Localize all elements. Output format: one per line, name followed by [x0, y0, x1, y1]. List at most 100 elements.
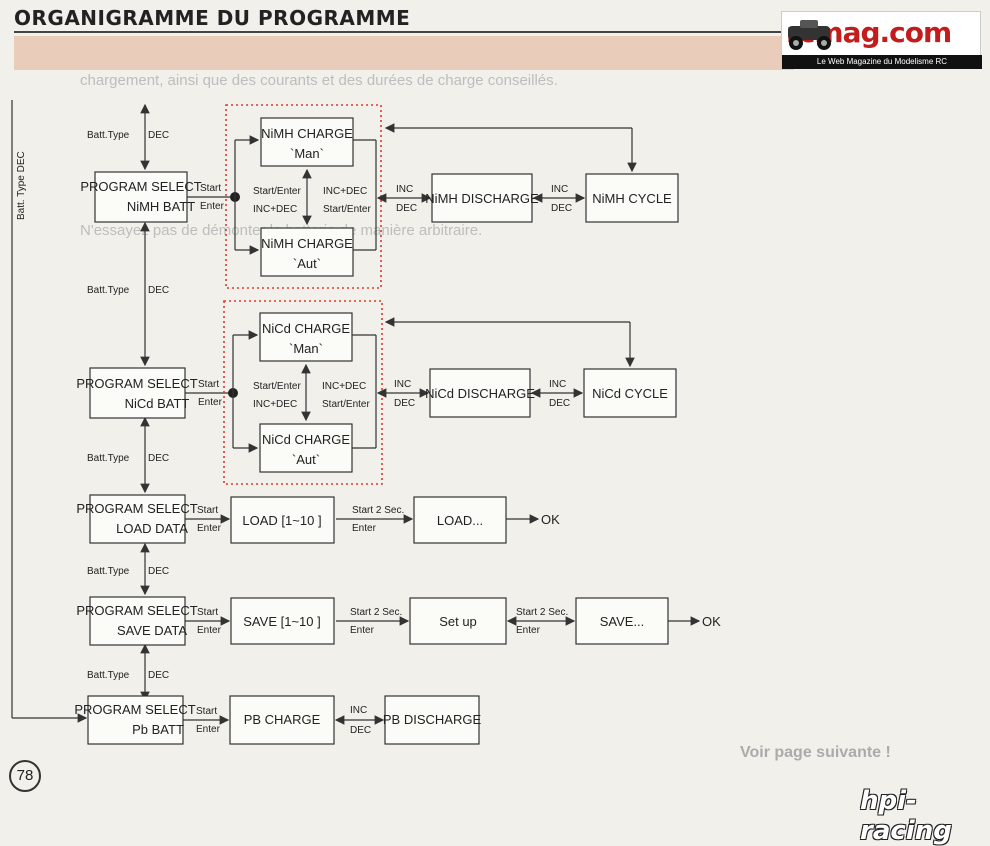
pb-dec-label: DEC: [350, 725, 371, 736]
nicd-select-line1: PROGRAM SELECT: [76, 376, 197, 391]
load-select-line1: PROGRAM SELECT: [76, 501, 197, 516]
nimh-charge-man-box[interactable]: [260, 117, 354, 167]
load-progress-box[interactable]: [413, 496, 507, 544]
save-select-line1: PROGRAM SELECT: [76, 603, 197, 618]
label-dec-4: DEC: [148, 566, 169, 577]
side-label: Batt. Type DEC: [16, 151, 27, 220]
load-select-line2: LOAD DATA: [116, 521, 188, 536]
save-enter-label: Enter: [197, 625, 222, 636]
nicd-charge-aut-line1: NiCd CHARGE: [262, 432, 350, 447]
nicd-select-line2: NiCd BATT: [125, 396, 190, 411]
pb-select-box[interactable]: [87, 695, 184, 745]
save-setup-box[interactable]: [409, 597, 507, 645]
nimh-start-enter-right-label: Start/Enter: [323, 204, 371, 215]
nimh-discharge-box[interactable]: [431, 173, 533, 223]
pb-select-line2: Pb BATT: [132, 722, 184, 737]
load-start-label: Start: [197, 505, 218, 516]
pb-start-label: Start: [196, 706, 217, 717]
label-dec-3: DEC: [148, 453, 169, 464]
save-start3-label: Start 2 Sec.: [516, 607, 568, 618]
label-dec-5: DEC: [148, 670, 169, 681]
pb-discharge-box[interactable]: [384, 695, 480, 745]
save-start-label: Start: [197, 607, 218, 618]
save-slot-box[interactable]: [230, 597, 335, 645]
nicd-inc-label-1: INC: [394, 379, 411, 390]
nimh-start-label: Start: [200, 183, 221, 194]
nicd-select-box[interactable]: [89, 367, 186, 419]
label-batt-type-2: Batt.Type: [87, 285, 130, 296]
page-number: 78: [9, 760, 41, 792]
save-ok-label: OK: [702, 614, 721, 629]
manual-page: ORGANIGRAMME DU PROGRAMME chargement, ai…: [9, 6, 982, 846]
nicd-incdec-left-label: INC+DEC: [253, 399, 297, 410]
nicd-inc-label-2: INC: [549, 379, 566, 390]
load-enter2-label: Enter: [352, 523, 377, 534]
save-setup-label: Set up: [439, 614, 477, 629]
save-enter2-label: Enter: [350, 625, 375, 636]
label-dec-2: DEC: [148, 285, 169, 296]
nimh-charge-aut-box[interactable]: [260, 227, 354, 277]
nimh-charge-man-line1: NiMH CHARGE: [261, 126, 353, 141]
nicd-charge-aut-box[interactable]: [259, 423, 353, 473]
load-select-box[interactable]: [89, 494, 186, 544]
header-band: [14, 36, 794, 70]
save-select-line2: SAVE DATA: [117, 623, 187, 638]
title-rule: [14, 31, 784, 33]
pb-charge-label: PB CHARGE: [244, 712, 321, 727]
pb-enter-label: Enter: [196, 724, 221, 735]
nicd-incdec-right-label: INC+DEC: [322, 381, 366, 392]
pb-select-line1: PROGRAM SELECT: [74, 702, 195, 717]
logo-tagline: Le Web Magazine du Modelisme RC: [782, 55, 982, 69]
nicd-charge-man-line1: NiCd CHARGE: [262, 321, 350, 336]
rc-car-icon: [788, 20, 831, 50]
save-slot-label: SAVE [1~10 ]: [243, 614, 320, 629]
nicd-start-enter-label: Start/Enter: [253, 381, 301, 392]
pb-inc-label: INC: [350, 705, 367, 716]
nicd-charge-man-box[interactable]: [259, 312, 353, 362]
footer-note: Voir page suivante !: [740, 744, 891, 761]
label-batt-type-3: Batt.Type: [87, 453, 130, 464]
hpi-racing-logo: hpi-racing: [860, 786, 952, 846]
label-batt-type-5: Batt.Type: [87, 670, 130, 681]
nicd-charge-aut-line2: `Aut`: [292, 452, 320, 467]
load-slot-label: LOAD [1~10 ]: [242, 513, 321, 528]
nicd-discharge-label: NiCd DISCHARGE: [425, 386, 535, 401]
load-slot-box[interactable]: [230, 496, 335, 544]
nimh-cycle-box[interactable]: [585, 173, 679, 223]
program-flowchart: Batt. Type DEC Batt.Type DEC Batt.Type D…: [11, 100, 721, 745]
nicd-enter-label: Enter: [198, 397, 223, 408]
nimh-cycle-label: NiMH CYCLE: [592, 191, 672, 206]
nicd-charge-group: [223, 300, 383, 485]
nimh-start-enter-label: Start/Enter: [253, 186, 301, 197]
load-ok-label: OK: [541, 512, 560, 527]
nimh-inc-label-1: INC: [396, 184, 413, 195]
nimh-dec-label-1: DEC: [396, 203, 417, 214]
nimh-charge-aut-line1: NiMH CHARGE: [261, 236, 353, 251]
page-title: ORGANIGRAMME DU PROGRAMME: [14, 6, 411, 30]
pb-charge-box[interactable]: [229, 695, 335, 745]
nimh-select-line1: PROGRAM SELECT: [80, 179, 201, 194]
nimh-enter-label: Enter: [200, 201, 225, 212]
pb-discharge-label: PB DISCHARGE: [383, 712, 482, 727]
save-select-box[interactable]: [89, 596, 186, 646]
nimh-dec-label-2: DEC: [551, 203, 572, 214]
nicd-dec-label-1: DEC: [394, 398, 415, 409]
save-progress-label: SAVE...: [600, 614, 645, 629]
nicd-cycle-label: NiCd CYCLE: [592, 386, 668, 401]
label-dec-1: DEC: [148, 130, 169, 141]
nimh-incdec-right-label: INC+DEC: [323, 186, 367, 197]
label-batt-type-1: Batt.Type: [87, 130, 130, 141]
nicd-discharge-box[interactable]: [429, 368, 531, 418]
rcmag-logo: rcmag.com Le Web Magazine du Modelisme R…: [781, 11, 982, 69]
nimh-charge-aut-line2: `Aut`: [293, 256, 321, 271]
load-progress-label: LOAD...: [437, 513, 483, 528]
nicd-charge-man-line2: `Man`: [289, 341, 323, 356]
nimh-select-line2: NiMH BATT: [127, 199, 195, 214]
nicd-cycle-box[interactable]: [583, 368, 677, 418]
nimh-select-box[interactable]: [94, 171, 188, 223]
save-start2-label: Start 2 Sec.: [350, 607, 402, 618]
label-batt-type-4: Batt.Type: [87, 566, 130, 577]
nimh-inc-label-2: INC: [551, 184, 568, 195]
load-start2-label: Start 2 Sec.: [352, 505, 404, 516]
nimh-discharge-label: NiMH DISCHARGE: [425, 191, 539, 206]
